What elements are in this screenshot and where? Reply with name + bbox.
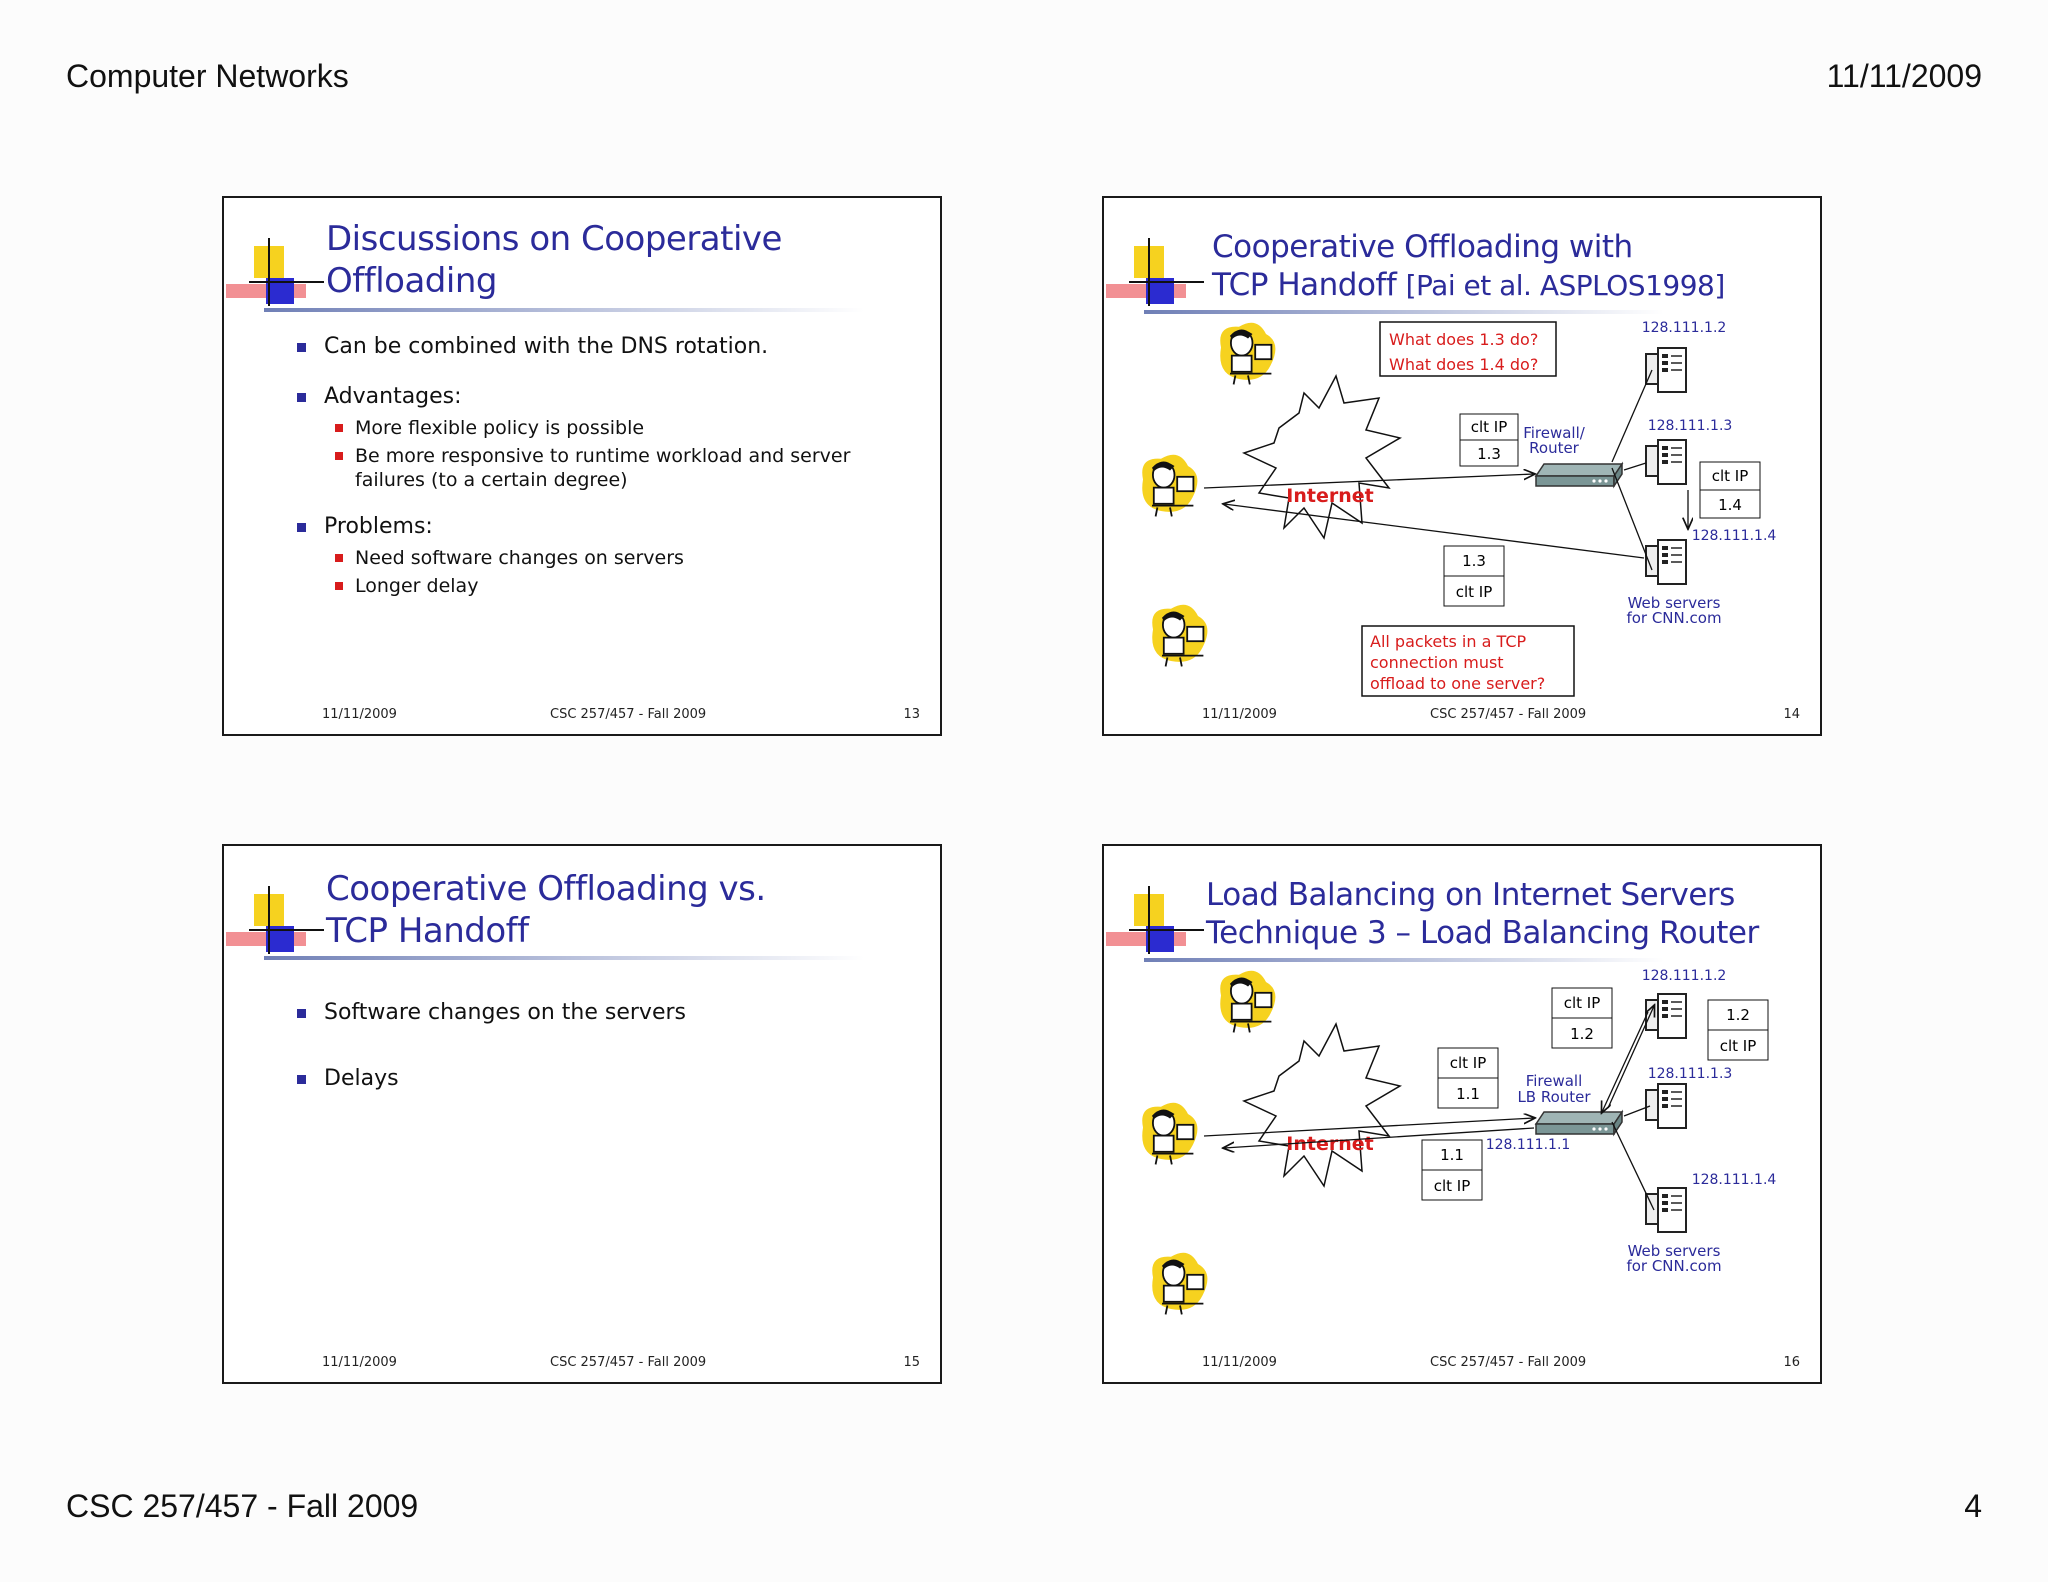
note-text: offload to one server?: [1370, 674, 1545, 693]
slide-16: Load Balancing on Internet Servers Techn…: [1102, 844, 1822, 1384]
client-user-icon: [1220, 971, 1275, 1033]
server-icon: [1646, 994, 1686, 1038]
sub-bullet-item: Longer delay: [355, 574, 478, 598]
svg-text:clt IP: clt IP: [1471, 418, 1508, 436]
slide-decoration: [224, 198, 334, 308]
slide-title: Cooperative Offloading vs. TCP Handoff: [326, 868, 766, 952]
packet-box: 1.1 clt IP: [1422, 1140, 1482, 1200]
bullet-item: Delays: [324, 1066, 399, 1091]
svg-text:clt IP: clt IP: [1720, 1037, 1757, 1055]
slide-decoration: [224, 846, 334, 956]
bullet-item: Software changes on the servers: [324, 1000, 686, 1025]
ip-label: 128.111.1.2: [1642, 968, 1727, 984]
internet-label: Internet: [1286, 485, 1373, 507]
ip-label: 128.111.1.1: [1486, 1137, 1571, 1153]
slide-footer-course: CSC 257/457 - Fall 2009: [1430, 1355, 1586, 1370]
web-servers-label: for CNN.com: [1626, 609, 1721, 627]
client-user-icon: [1142, 455, 1197, 517]
bullet-item: Advantages:: [324, 384, 462, 409]
slide-15: Cooperative Offloading vs. TCP Handoff S…: [222, 844, 942, 1384]
note-text: All packets in a TCP: [1370, 632, 1526, 651]
packet-box: clt IP 1.4: [1700, 462, 1760, 518]
ip-label: 128.111.1.3: [1648, 1066, 1733, 1082]
note-text: connection must: [1370, 653, 1504, 672]
sub-bullet-item: Be more responsive to runtime workload a…: [355, 444, 850, 492]
svg-text:clt IP: clt IP: [1434, 1177, 1471, 1195]
question-text: What does 1.4 do?: [1389, 355, 1538, 374]
svg-text:1.2: 1.2: [1726, 1006, 1750, 1024]
svg-text:1.2: 1.2: [1570, 1025, 1594, 1043]
ip-label: 128.111.1.2: [1642, 320, 1727, 336]
page-header-date: 11/11/2009: [1827, 58, 1982, 95]
svg-text:1.1: 1.1: [1440, 1146, 1464, 1164]
page-number: 4: [1964, 1488, 1982, 1525]
svg-text:1.4: 1.4: [1718, 496, 1742, 514]
page-footer-course: CSC 257/457 - Fall 2009: [66, 1488, 418, 1525]
slide-13: Discussions on Cooperative Offloading Ca…: [222, 196, 942, 736]
svg-text:clt IP: clt IP: [1456, 583, 1493, 601]
svg-text:clt IP: clt IP: [1712, 467, 1749, 485]
packet-box: clt IP 1.3: [1460, 414, 1518, 466]
svg-text:1.3: 1.3: [1477, 445, 1501, 463]
slide-number: 16: [1783, 1355, 1800, 1370]
svg-text:1.1: 1.1: [1456, 1085, 1480, 1103]
client-user-icon: [1152, 605, 1207, 667]
packet-box: 1.3 clt IP: [1444, 546, 1504, 606]
title-rule: [264, 308, 864, 312]
tcp-handoff-diagram: Internet What does 1.3 do? What does 1.4…: [1104, 198, 1820, 734]
page-header-title: Computer Networks: [66, 58, 349, 95]
server-icon: [1646, 1084, 1686, 1128]
server-icon: [1646, 1188, 1686, 1232]
internet-cloud: [1244, 1024, 1400, 1186]
title-rule: [264, 956, 864, 960]
packet-box: clt IP 1.2: [1552, 988, 1612, 1048]
sub-bullet-item: Need software changes on servers: [355, 546, 684, 570]
slide-number: 13: [903, 707, 920, 722]
router-icon: [1536, 464, 1622, 486]
load-balancing-diagram: Internet 128.111.1.2 128.111.1.3 128.111…: [1104, 846, 1820, 1382]
packet-box: clt IP 1.1: [1438, 1048, 1498, 1108]
slide-title: Discussions on Cooperative Offloading: [326, 218, 782, 302]
slide-number: 15: [903, 1355, 920, 1370]
router-label: Router: [1529, 439, 1580, 457]
slide-footer-date: 11/11/2009: [1202, 707, 1277, 722]
ip-label: 128.111.1.3: [1648, 418, 1733, 434]
router-icon: [1536, 1112, 1622, 1134]
server-icon: [1646, 540, 1686, 584]
web-servers-label: for CNN.com: [1626, 1257, 1721, 1275]
client-user-icon: [1220, 323, 1275, 385]
bullet-item: Can be combined with the DNS rotation.: [324, 334, 768, 359]
internet-cloud: [1244, 376, 1400, 538]
svg-text:1.3: 1.3: [1462, 552, 1486, 570]
slide-footer-date: 11/11/2009: [1202, 1355, 1277, 1370]
packet-box: 1.2 clt IP: [1708, 1000, 1768, 1060]
question-text: What does 1.3 do?: [1389, 330, 1538, 349]
slide-footer-course: CSC 257/457 - Fall 2009: [1430, 707, 1586, 722]
internet-label: Internet: [1286, 1133, 1373, 1155]
server-icon: [1646, 440, 1686, 484]
slide-footer-date: 11/11/2009: [322, 707, 397, 722]
slide-14: Cooperative Offloading with TCP Handoff …: [1102, 196, 1822, 736]
bullet-item: Problems:: [324, 514, 433, 539]
router-label: LB Router: [1517, 1088, 1591, 1106]
svg-text:clt IP: clt IP: [1450, 1054, 1487, 1072]
slide-footer-course: CSC 257/457 - Fall 2009: [550, 1355, 706, 1370]
slide-footer-course: CSC 257/457 - Fall 2009: [550, 707, 706, 722]
client-user-icon: [1142, 1103, 1197, 1165]
ip-label: 128.111.1.4: [1692, 1172, 1777, 1188]
svg-text:clt IP: clt IP: [1564, 994, 1601, 1012]
slide-number: 14: [1783, 707, 1800, 722]
sub-bullet-item: More flexible policy is possible: [355, 416, 644, 440]
ip-label: 128.111.1.4: [1692, 528, 1777, 544]
client-user-icon: [1152, 1253, 1207, 1315]
slide-footer-date: 11/11/2009: [322, 1355, 397, 1370]
